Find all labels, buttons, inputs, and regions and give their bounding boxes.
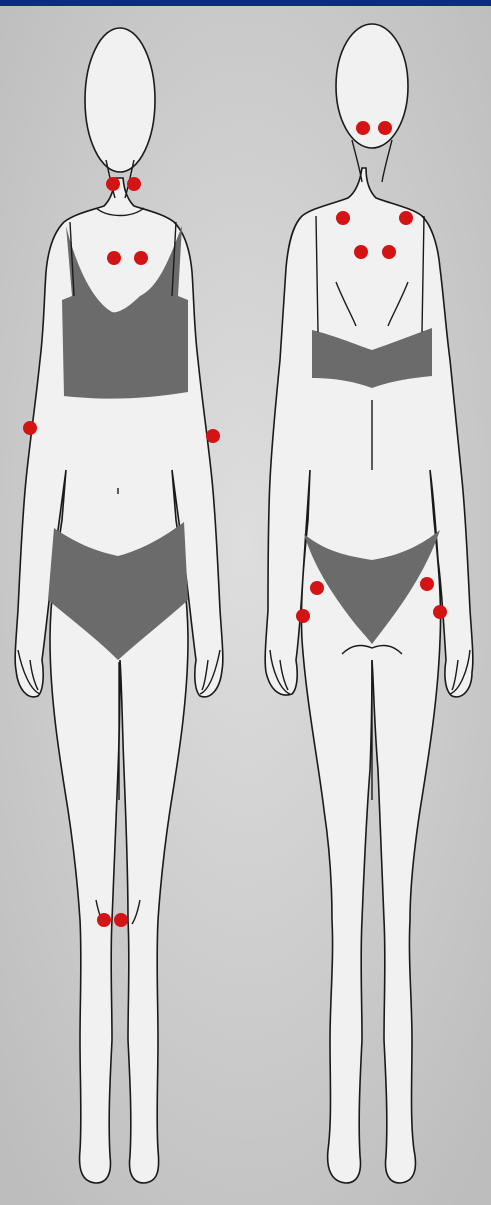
tender-points-illustration (0, 6, 491, 1205)
tender-point-back-trochanter-left (296, 609, 310, 623)
tender-point-back-gluteal-right (420, 577, 434, 591)
tender-point-front-knee-right (114, 913, 128, 927)
tender-point-front-elbow-left (23, 421, 37, 435)
tender-point-front-elbow-right (206, 429, 220, 443)
tender-point-back-trapezius-left (336, 211, 350, 225)
tender-point-back-occiput-left (356, 121, 370, 135)
tender-point-front-upper-chest-right (134, 251, 148, 265)
tender-point-back-supraspinatus-left (354, 245, 368, 259)
body-diagram (0, 6, 491, 1205)
tender-point-back-supraspinatus-right (382, 245, 396, 259)
tender-point-front-upper-chest-left (107, 251, 121, 265)
tender-point-back-occiput-right (378, 121, 392, 135)
tender-point-front-neck-right (127, 177, 141, 191)
tender-point-back-gluteal-left (310, 581, 324, 595)
tender-point-front-neck-left (106, 177, 120, 191)
tender-point-front-knee-left (97, 913, 111, 927)
tender-point-back-trapezius-right (399, 211, 413, 225)
tender-point-back-trochanter-right (433, 605, 447, 619)
front-head (85, 28, 155, 172)
back-head (336, 24, 408, 148)
